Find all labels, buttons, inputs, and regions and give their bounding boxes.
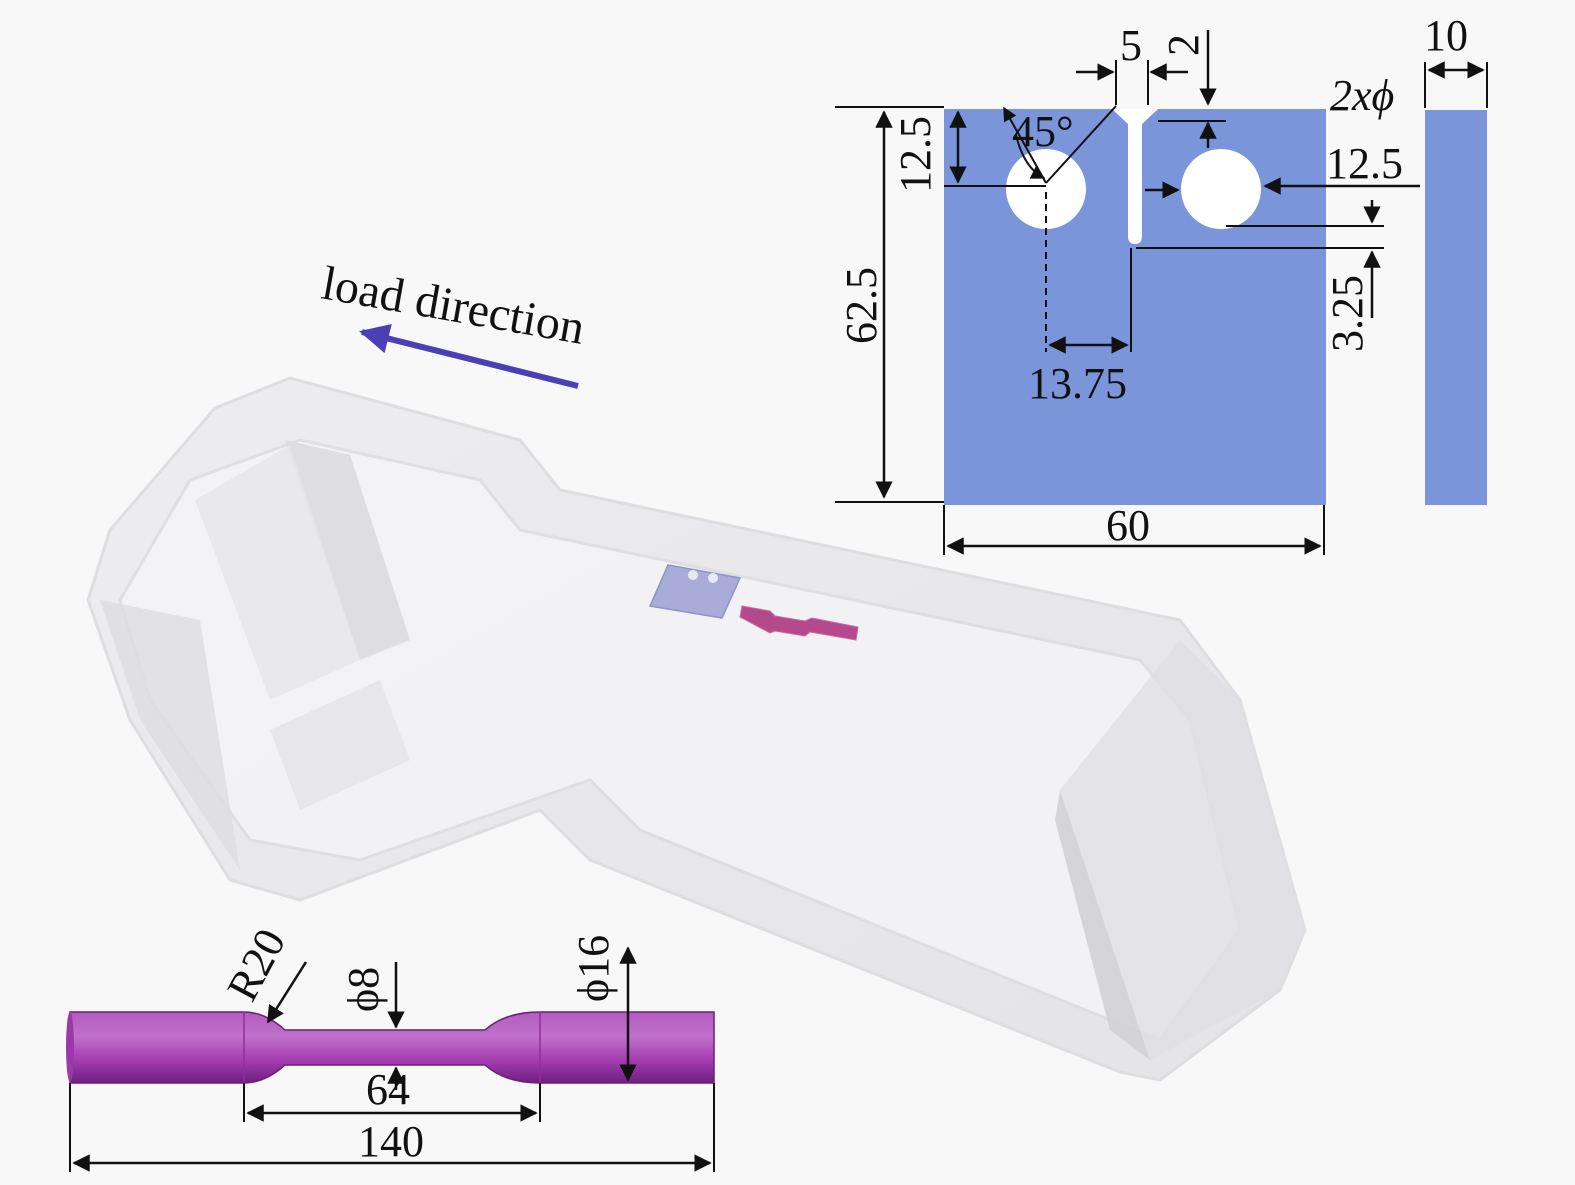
dim-hole-offset: 12.5 (891, 116, 940, 193)
dim-height: 62.5 (837, 267, 886, 344)
dim-hole-to-slot: 13.75 (1028, 359, 1127, 408)
left-hole (1006, 149, 1086, 229)
dim-grip-diameter: ϕ16 (569, 935, 618, 1002)
frame-structure (86, 376, 1307, 1082)
dim-gauge-diameter: ϕ8 (339, 967, 388, 1012)
plate-specimen-miniature (648, 564, 742, 619)
plate-side-view (1425, 110, 1487, 505)
dim-width: 60 (1106, 501, 1150, 550)
bar-specimen-miniature (739, 605, 859, 641)
right-hole (1181, 149, 1261, 229)
notch-slot (1112, 109, 1158, 244)
load-arrow-icon (359, 323, 579, 389)
dim-slot-width: 5 (1120, 21, 1142, 70)
plate-drawing: 62.5 12.5 45° 13.75 5 2 2xϕ 12.5 (835, 11, 1488, 555)
dim-slot-gap: 3.25 (1323, 275, 1372, 352)
dim-gauge-length: 64 (366, 1065, 410, 1114)
bar-drawing: R20 ϕ8 ϕ16 64 140 (66, 921, 715, 1172)
dim-angle: 45° (1012, 107, 1074, 156)
dim-hole-label: 2xϕ (1330, 71, 1394, 120)
load-direction-label: load direction (318, 257, 588, 355)
load-direction: load direction (318, 257, 589, 389)
dim-slot-tip: 2 (1159, 34, 1208, 56)
dim-hole-diameter: 12.5 (1326, 139, 1403, 188)
dim-total-length: 140 (358, 1117, 424, 1166)
dim-thickness: 10 (1424, 11, 1468, 60)
